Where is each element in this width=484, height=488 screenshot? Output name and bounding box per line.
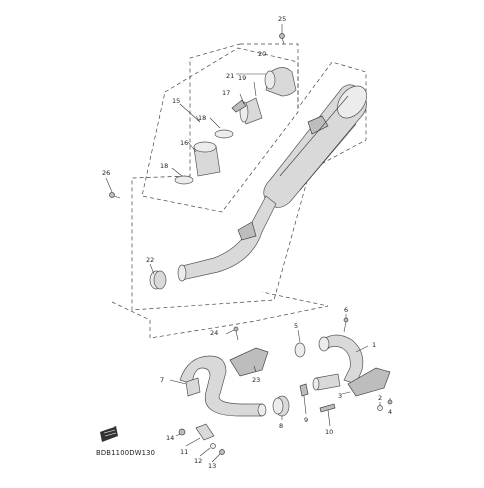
callout-25: 25 bbox=[278, 15, 286, 23]
nut-4 bbox=[387, 399, 393, 405]
bolt-6 bbox=[343, 317, 349, 333]
tail-pipe-19 bbox=[231, 97, 263, 125]
protector-2 bbox=[347, 367, 391, 397]
assembly-21-outline bbox=[141, 47, 299, 213]
diagram-code: BDB1100DW130 bbox=[96, 449, 155, 457]
callout-23: 23 bbox=[252, 376, 260, 384]
header-pipe-1 bbox=[312, 334, 364, 391]
callout-9: 9 bbox=[304, 416, 308, 424]
leader-lines bbox=[105, 24, 391, 463]
bolt-25 bbox=[279, 33, 285, 45]
bracket-11 bbox=[195, 423, 215, 441]
callout-labels: 25 20 21 19 17 15 18 16 18 26 22 6 5 24 … bbox=[102, 15, 392, 470]
gasket-18-upper bbox=[214, 129, 234, 139]
callout-5: 5 bbox=[294, 322, 298, 330]
callout-7: 7 bbox=[160, 376, 164, 384]
callout-17: 17 bbox=[222, 89, 230, 97]
callout-18-lower: 18 bbox=[160, 162, 168, 170]
bolt-26 bbox=[109, 192, 121, 199]
gasket-22 bbox=[149, 270, 167, 290]
callout-10: 10 bbox=[325, 428, 333, 436]
callout-24: 24 bbox=[210, 329, 218, 337]
callout-1: 1 bbox=[372, 341, 376, 349]
callout-22: 22 bbox=[146, 256, 154, 264]
callout-15: 15 bbox=[172, 97, 180, 105]
bolt-9 bbox=[299, 383, 309, 397]
header-pipe-7 bbox=[179, 355, 267, 417]
bolt-24 bbox=[233, 326, 239, 341]
muffler bbox=[263, 84, 367, 208]
muffler-link-pipe bbox=[181, 195, 277, 281]
callout-26: 26 bbox=[102, 169, 110, 177]
catalog-book-icon bbox=[100, 426, 118, 442]
muffler-bracket bbox=[307, 115, 329, 135]
callout-2: 2 bbox=[378, 394, 382, 402]
callout-21: 21 bbox=[226, 72, 234, 80]
callout-13: 13 bbox=[208, 462, 216, 470]
link-pipe-bracket bbox=[237, 221, 257, 241]
clamp-8 bbox=[272, 395, 290, 417]
callout-4: 4 bbox=[388, 408, 392, 416]
end-cap-20 bbox=[264, 67, 297, 97]
callout-19: 19 bbox=[238, 74, 246, 82]
callout-3-upper: 3 bbox=[338, 392, 342, 400]
gasket-5 bbox=[294, 342, 306, 358]
callout-11: 11 bbox=[180, 448, 188, 456]
callout-12: 12 bbox=[194, 457, 202, 465]
callout-14: 14 bbox=[166, 434, 174, 442]
bolt-10 bbox=[319, 403, 336, 413]
stud-14 bbox=[178, 428, 186, 436]
callout-20: 20 bbox=[258, 50, 266, 58]
callout-6: 6 bbox=[344, 306, 348, 314]
link-pipe-end bbox=[177, 264, 187, 282]
protector-23 bbox=[229, 347, 269, 377]
pipe-16 bbox=[193, 141, 221, 177]
callout-8: 8 bbox=[279, 422, 283, 430]
nut-13 bbox=[219, 449, 225, 455]
assembly-header-outline bbox=[111, 291, 329, 339]
callout-16: 16 bbox=[180, 139, 188, 147]
gasket-18-lower bbox=[174, 175, 194, 185]
assembly-15-outline bbox=[131, 43, 367, 311]
washer-12 bbox=[210, 443, 216, 449]
callout-18-upper: 18 bbox=[198, 114, 206, 122]
washer-3 bbox=[377, 405, 383, 411]
